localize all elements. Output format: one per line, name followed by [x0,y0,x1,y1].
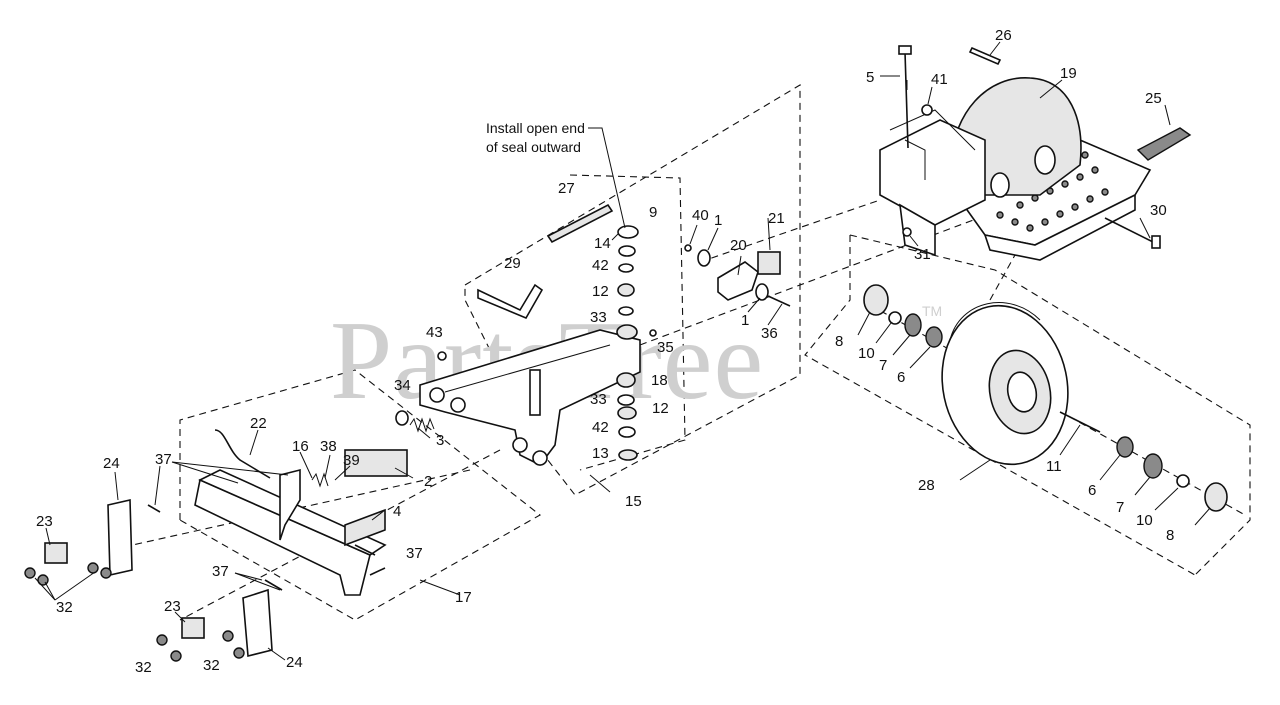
label-1b: 1 [741,312,749,329]
label-24b: 24 [286,654,303,671]
label-6a: 6 [897,369,905,386]
label-16: 16 [292,438,309,455]
note-line-2: of seal outward [486,139,581,155]
label-23b: 23 [164,598,181,615]
label-15: 15 [625,493,642,510]
label-28: 28 [918,477,935,494]
label-10b: 10 [1136,512,1153,529]
label-32c: 32 [203,657,220,674]
label-38: 38 [320,438,337,455]
leader-lines [34,41,1211,661]
label-9: 9 [649,204,657,221]
label-32b: 32 [135,659,152,676]
label-42b: 42 [592,419,609,436]
label-27: 27 [558,180,575,197]
label-26: 26 [995,27,1012,44]
caster-bracket [395,203,657,467]
label-25: 25 [1145,90,1162,107]
label-42a: 42 [592,257,609,274]
label-8b: 8 [1166,527,1174,544]
label-20: 20 [730,237,747,254]
label-12a: 12 [592,283,609,300]
label-11: 11 [1046,458,1062,475]
label-5: 5 [866,69,874,86]
watermark-trademark: TM [922,303,942,319]
label-43: 43 [426,324,443,341]
label-18: 18 [651,372,668,389]
seal-note: Install open end of seal outward [486,120,585,155]
label-30: 30 [1150,202,1167,219]
rear-wheel [941,302,1101,466]
label-12b: 12 [652,400,669,417]
label-21: 21 [768,210,785,227]
label-6b: 6 [1088,482,1096,499]
label-41: 41 [931,71,948,88]
label-24a: 24 [103,455,120,472]
label-37b: 37 [406,545,423,562]
label-36: 36 [761,325,778,342]
front-axle [24,429,408,662]
label-7b: 7 [1116,499,1124,516]
label-22: 22 [250,415,267,432]
label-4: 4 [393,503,401,520]
label-8a: 8 [835,333,843,350]
label-2: 2 [424,473,432,490]
label-34: 34 [394,377,411,394]
label-23a: 23 [36,513,53,530]
note-line-1: Install open end [486,120,585,136]
rear-frame [879,45,1192,261]
label-40: 40 [692,207,709,224]
label-1a: 1 [714,212,722,229]
label-10a: 10 [858,345,875,362]
label-14: 14 [594,235,611,252]
label-19: 19 [1060,65,1077,82]
label-3: 3 [436,432,444,449]
label-35: 35 [657,339,674,356]
label-13: 13 [592,445,609,462]
label-7a: 7 [879,357,887,374]
label-17: 17 [455,589,472,606]
label-32a: 32 [56,599,73,616]
label-33a: 33 [590,309,607,326]
yoke-hardware [684,244,791,307]
label-29: 29 [504,255,521,272]
label-33b: 33 [590,391,607,408]
label-37a: 37 [155,451,172,468]
label-37c: 37 [212,563,229,580]
part-labels: 26 19 5 41 25 30 31 9 27 40 1 21 20 14 4… [36,27,1174,676]
wheel-hardware [863,284,1228,512]
label-39: 39 [343,452,360,469]
label-31: 31 [914,246,931,263]
